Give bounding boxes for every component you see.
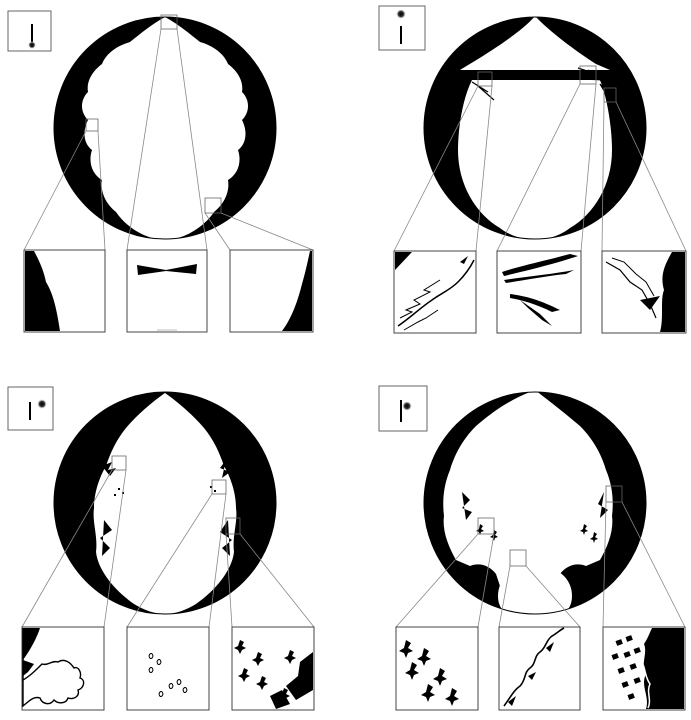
connector-lines [23, 28, 314, 251]
zoom-markers [477, 485, 623, 567]
inset-2 [496, 250, 582, 334]
icon-box [378, 385, 428, 432]
inset-3 [601, 250, 687, 334]
inset-2 [498, 626, 581, 711]
connector-lines [21, 469, 315, 628]
main-shape [424, 392, 646, 614]
zoom-markers [85, 14, 222, 214]
connector-lines [393, 83, 687, 252]
icon-box [7, 10, 52, 52]
fractal-specks [100, 460, 232, 556]
zoom-markers [477, 65, 617, 103]
connector-lines [395, 501, 686, 628]
inset-1 [23, 249, 106, 333]
inset-3 [602, 626, 686, 711]
inset-3 [229, 249, 314, 333]
main-shape [54, 17, 276, 239]
inset-1 [395, 626, 479, 711]
icon-box [378, 5, 426, 51]
inset-3 [231, 626, 315, 711]
panel-top-right [378, 5, 687, 334]
panel-top-left [7, 10, 314, 333]
inset-1 [393, 250, 477, 334]
panel-bottom-right [378, 385, 686, 711]
icon-box [7, 386, 54, 431]
main-shape [54, 392, 276, 614]
panel-bottom-left [7, 386, 315, 711]
main-shape [424, 17, 646, 239]
inset-2 [126, 626, 210, 711]
zoom-markers [111, 455, 241, 535]
inset-1 [21, 626, 105, 711]
inset-2 [126, 249, 208, 333]
